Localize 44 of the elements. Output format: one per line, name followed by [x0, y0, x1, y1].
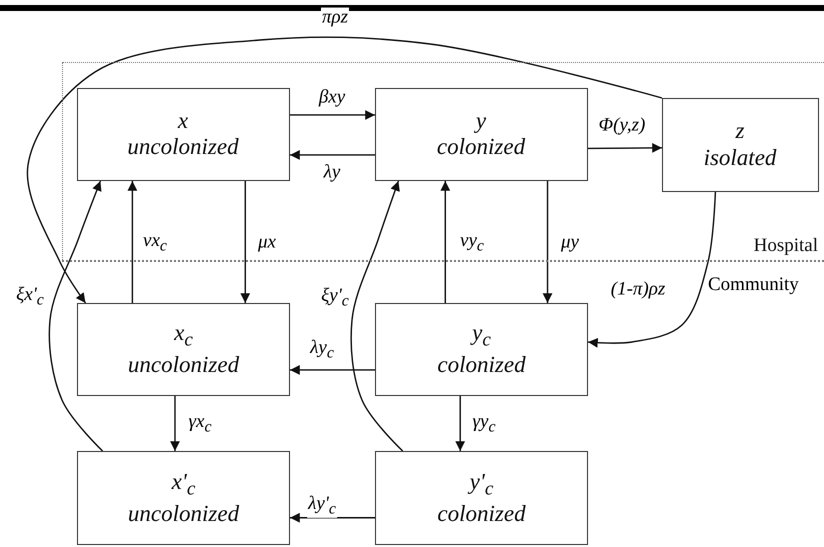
state-label: uncolonized [128, 352, 240, 379]
arrow [290, 150, 375, 160]
state-symbol: x$_{c}$ [174, 320, 193, 352]
arrow [290, 365, 375, 375]
region-label: Community [708, 274, 799, 296]
arrow [542, 181, 552, 303]
arrow [48, 180, 104, 452]
state-symbol: z [736, 118, 744, 144]
region-label: Hospital [754, 235, 818, 257]
edge-label: βxy [318, 88, 346, 108]
state-label: isolated [704, 144, 776, 171]
edge-label: λy'$_{c}$ [307, 494, 337, 518]
edge-label: (1-π)ρz [610, 280, 666, 300]
arrow [588, 192, 716, 348]
compartment-box [77, 303, 290, 396]
state-symbol: x'$_{c}$ [172, 468, 196, 501]
compartment-box [662, 98, 818, 192]
edge-label: Φ(y,z) [598, 116, 646, 136]
compartment-box [76, 88, 290, 180]
state-label: uncolonized [127, 134, 239, 160]
arrow [455, 396, 466, 451]
edge-label: λy [322, 162, 342, 184]
state-symbol: y$_{c}$ [472, 320, 491, 352]
arrow [588, 143, 662, 153]
compartment-box [77, 451, 290, 545]
state-label: uncolonized [128, 500, 240, 528]
compartment-box [375, 303, 588, 396]
state-symbol: x [178, 108, 188, 134]
arrow [240, 181, 250, 303]
arrow [127, 181, 138, 303]
arrow [440, 181, 450, 303]
state-label: colonized [437, 500, 526, 528]
edge-label: πρz [320, 8, 350, 28]
state-symbol: y [476, 108, 486, 134]
arrow [290, 110, 375, 120]
state-symbol: y'$_{c}$ [470, 468, 494, 501]
arrow [26, 36, 662, 304]
arrow [350, 180, 404, 452]
arrow [290, 512, 375, 523]
state-label: colonized [437, 352, 526, 379]
compartment-box [374, 88, 588, 180]
state-label: colonized [436, 134, 526, 160]
arrow [170, 396, 180, 451]
compartment-box [375, 451, 588, 545]
